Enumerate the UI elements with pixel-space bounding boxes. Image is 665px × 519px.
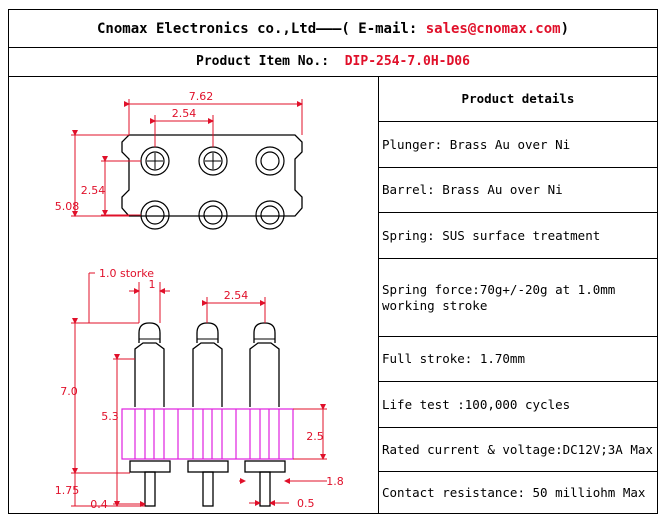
- detail-contact-resistance: Contact resistance: 50 milliohm Max: [382, 485, 646, 500]
- header-close: ): [560, 20, 570, 37]
- detail-rated-current: Rated current & voltage:DC12V;3A Max: [379, 428, 657, 472]
- product-item-header: Product Item No.: DIP-254-7.0H-D06: [9, 47, 657, 77]
- detail-plunger: Plunger: Brass Au over Ni: [379, 122, 657, 168]
- detail-full-stroke: Full stroke: 1.70mm: [379, 337, 657, 382]
- spec-sheet: Cnomax Electronics co.,Ltd———( E-mail: s…: [8, 9, 658, 514]
- drawing-svg: 7.62 2.54 2.54 5.08: [55, 90, 344, 511]
- side-view: 1.0 storke 1 2.54 7.0 5.3 2.5 1.75 0.4 1…: [55, 267, 344, 511]
- detail-life-test: Life test :100,000 cycles: [379, 382, 657, 428]
- dim-height-label: 5.08: [55, 200, 80, 213]
- top-view: 7.62 2.54 2.54 5.08: [55, 90, 303, 230]
- detail-barrel: Barrel: Brass Au over Ni: [379, 168, 657, 213]
- stroke-label: 1.0 storke: [99, 267, 154, 280]
- insulator: [121, 408, 294, 460]
- details-title: Product details: [379, 77, 657, 122]
- detail-spring: Spring: SUS surface treatment: [379, 213, 657, 259]
- dim-tip-label: 1: [149, 278, 156, 291]
- dim-row-pitch-label: 2.54: [81, 184, 106, 197]
- dim-total-label: 7.0: [60, 385, 78, 398]
- dim-tail-offset-label: 0.4: [90, 498, 108, 511]
- product-details-table: Product details Plunger: Brass Au over N…: [379, 77, 657, 514]
- dim-tail-pin-label: 0.5: [297, 497, 315, 510]
- dim-pitch-label: 2.54: [172, 107, 197, 120]
- technical-drawing: 7.62 2.54 2.54 5.08: [9, 77, 379, 514]
- company-header: Cnomax Electronics co.,Ltd———( E-mail: s…: [9, 10, 657, 48]
- dim-width-label: 7.62: [189, 90, 214, 103]
- dim-tail-dia-label: 1.8: [326, 475, 344, 488]
- email-link[interactable]: sales@cnomax.com: [425, 20, 561, 37]
- product-item-number: DIP-254-7.0H-D06: [344, 54, 470, 69]
- detail-spring-force: Spring force:70g+/-20g at 1.0mm working …: [379, 259, 657, 337]
- dim-body-label: 5.3: [101, 410, 119, 423]
- dim-pitch-side-label: 2.54: [224, 289, 249, 302]
- product-item-label: Product Item No.:: [196, 54, 345, 69]
- company-name: Cnomax Electronics co.,Ltd———( E-mail:: [96, 20, 426, 37]
- dim-tail-label: 1.75: [55, 484, 80, 497]
- dim-insulator-label: 2.5: [306, 430, 324, 443]
